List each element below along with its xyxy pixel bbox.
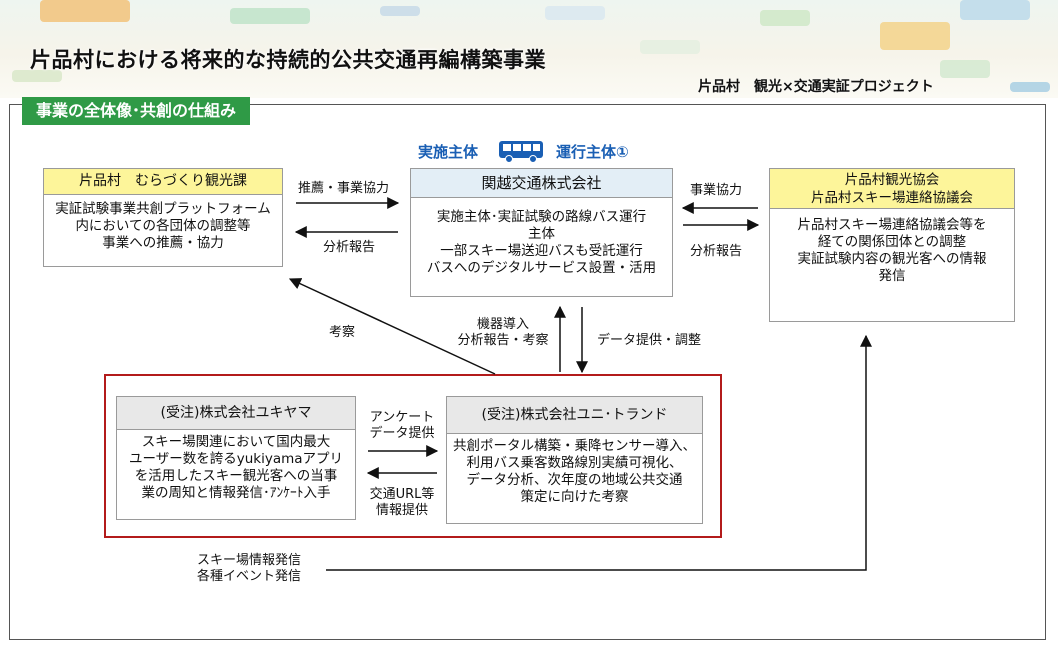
box-line: ユーザー数を誇るyukiyamaアプリ — [128, 451, 344, 467]
label-consider: 考察 — [329, 325, 356, 340]
label-line: 機器導入 — [476, 317, 529, 332]
box-yukiyama: (受注)株式会社ユキヤマ スキー場関連において国内最大 ユーザー数を誇るyuki… — [116, 396, 356, 520]
box-village-title: 片品村 むらづくり観光課 — [44, 169, 282, 195]
box-line: 片品村スキー場連絡協議会等を — [797, 217, 987, 233]
box-title-line: 片品村スキー場連絡協議会 — [811, 190, 973, 206]
box-association-title: 片品村観光協会 片品村スキー場連絡協議会 — [770, 169, 1014, 209]
label-data-provide: データ提供・調整 — [597, 333, 702, 348]
box-line: スキー場関連において国内最大 — [141, 434, 331, 450]
box-line: 共創ポータル構築・乗降センサー導入、 — [453, 438, 696, 454]
implementer-label: 実施主体 — [418, 143, 479, 161]
box-yukiyama-body: スキー場関連において国内最大 ユーザー数を誇るyukiyamaアプリ を活用した… — [117, 434, 355, 502]
banner-illustration — [640, 40, 700, 54]
box-line: 経ての関係団体との調整 — [817, 234, 967, 250]
label-analysis-report-right: 分析報告 — [690, 244, 743, 259]
operator-label: 運行主体① — [556, 143, 629, 161]
box-association-body: 片品村スキー場連絡協議会等を 経ての関係団体との調整 実証試験内容の観光客への情… — [770, 217, 1014, 285]
box-village-body: 実証試験事業共創プラットフォーム 内においての各団体の調整等 事業への推薦・協力 — [44, 201, 282, 252]
box-line: 主体 — [528, 226, 555, 242]
bus-icon — [499, 141, 543, 163]
box-line: 策定に向けた考察 — [520, 489, 629, 505]
arrow-consider — [288, 278, 496, 375]
banner-illustration — [760, 10, 810, 26]
label-survey: アンケート データ提供 — [364, 410, 440, 442]
banner-illustration — [960, 0, 1030, 20]
arrow-ski-info — [326, 334, 872, 571]
box-association: 片品村観光協会 片品村スキー場連絡協議会 片品村スキー場連絡協議会等を 経ての関… — [769, 168, 1015, 322]
box-kanetsu-body: 実施主体･実証試験の路線バス運行 主体 一部スキー場送迎バスも受託運行 バスへの… — [411, 209, 672, 277]
section-tab: 事業の全体像･共創の仕組み — [22, 97, 251, 125]
banner-illustration — [230, 8, 310, 24]
label-recommend: 推薦・事業協力 — [298, 181, 390, 196]
contractor-group-frame — [104, 374, 722, 538]
banner-illustration — [940, 60, 990, 78]
page-title: 片品村における将来的な持続的公共交通再編構築事業 — [30, 48, 546, 72]
box-title-line: 片品村観光協会 — [844, 172, 940, 188]
banner-illustration — [40, 0, 130, 22]
box-line: 発信 — [878, 268, 906, 284]
box-line: 内においての各団体の調整等 — [75, 218, 251, 234]
label-line: 分析報告・考察 — [457, 333, 549, 348]
box-line: 事業への推薦・協力 — [102, 235, 224, 251]
box-line: 実施主体･実証試験の路線バス運行 — [436, 209, 647, 225]
box-unitrend-body: 共創ポータル構築・乗降センサー導入、 利用バス乗客数路線別実績可視化、 データ分… — [447, 438, 702, 506]
box-line: データ分析、次年度の地域公共交通 — [466, 472, 683, 488]
label-line: データ提供 — [369, 426, 435, 441]
box-unitrend-title: (受注)株式会社ユニ･トランド — [447, 397, 702, 434]
box-village: 片品村 むらづくり観光課 実証試験事業共創プラットフォーム 内においての各団体の… — [43, 168, 283, 267]
label-line: 交通URL等 — [369, 487, 435, 502]
banner-illustration — [545, 6, 605, 20]
box-line: 実証試験事業共創プラットフォーム — [55, 201, 271, 217]
label-line: スキー場情報発信 — [196, 553, 301, 568]
label-url: 交通URL等 情報提供 — [364, 487, 440, 519]
label-line: 情報提供 — [375, 503, 428, 518]
label-business-coop: 事業協力 — [690, 183, 743, 198]
box-line: を活用したスキー観光客への当事 — [134, 468, 338, 484]
box-line: バスへのデジタルサービス設置・活用 — [426, 260, 657, 276]
header-banner: 片品村における将来的な持続的公共交通再編構築事業 片品村 観光×交通実証プロジェ… — [0, 0, 1058, 98]
box-line: 実証試験内容の観光客への情報 — [797, 251, 987, 267]
box-kanetsu: 関越交通株式会社 実施主体･実証試験の路線バス運行 主体 一部スキー場送迎バスも… — [410, 168, 673, 297]
page-subtitle: 片品村 観光×交通実証プロジェクト — [698, 79, 934, 95]
label-ski-info: スキー場情報発信 各種イベント発信 — [186, 553, 312, 585]
box-line: 業の周知と情報発信･ｱﾝｹｰﾄ入手 — [141, 485, 331, 501]
box-unitrend: (受注)株式会社ユニ･トランド 共創ポータル構築・乗降センサー導入、 利用バス乗… — [446, 396, 703, 524]
banner-illustration — [880, 22, 950, 50]
label-line: アンケート — [369, 410, 435, 425]
banner-illustration — [1010, 82, 1050, 92]
label-equipment: 機器導入 分析報告・考察 — [451, 317, 555, 349]
banner-illustration — [12, 70, 62, 82]
main-frame — [9, 104, 1046, 640]
box-kanetsu-title: 関越交通株式会社 — [411, 169, 672, 198]
box-yukiyama-title: (受注)株式会社ユキヤマ — [117, 397, 355, 430]
label-line: 各種イベント発信 — [196, 569, 301, 584]
box-line: 一部スキー場送迎バスも受託運行 — [440, 243, 643, 259]
box-line: 利用バス乗客数路線別実績可視化、 — [466, 455, 683, 471]
label-analysis-report-left: 分析報告 — [323, 240, 376, 255]
banner-illustration — [380, 6, 420, 16]
